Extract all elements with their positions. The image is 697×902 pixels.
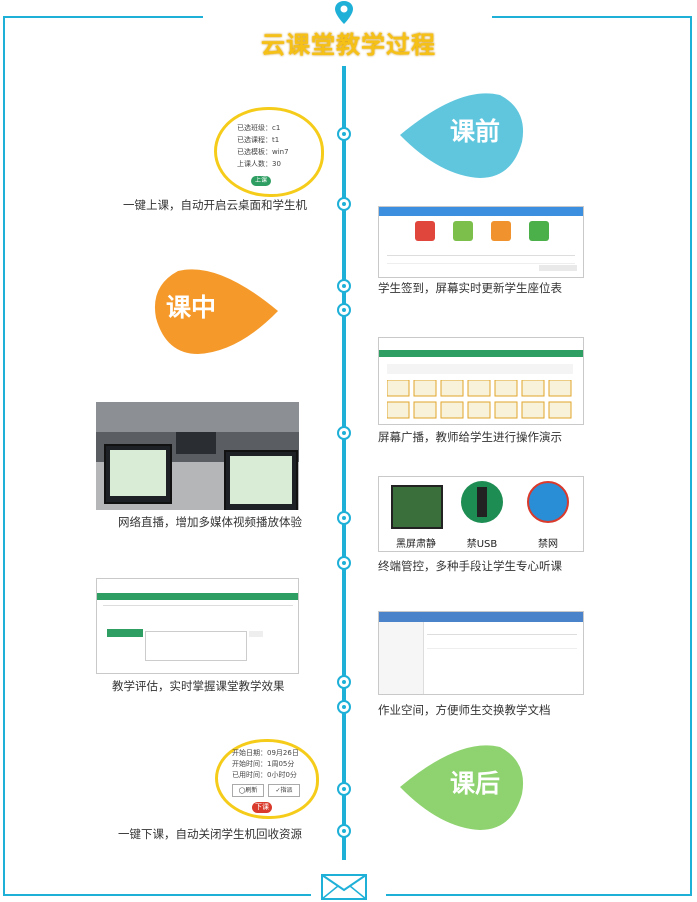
homework-space-screenshot (378, 611, 584, 695)
control-label: 黑屏肃静 (396, 539, 436, 550)
black-screen-icon (391, 485, 443, 529)
timeline-node (337, 700, 351, 714)
assign-button[interactable]: ✓指派 (268, 784, 300, 797)
app-tile-green2 (529, 221, 549, 241)
phase-after-label: 课后 (450, 769, 501, 798)
end-class-button[interactable]: 下课 (252, 802, 272, 813)
panel-line: 已选模板：win7 (237, 148, 289, 156)
green-menu-bar (379, 350, 583, 357)
frame-top-right (492, 16, 692, 18)
timeline-node (337, 556, 351, 570)
phase-before-shape (400, 93, 524, 178)
timeline-node (337, 782, 351, 796)
timeline-node (337, 303, 351, 317)
broadcast-screenshot (378, 337, 584, 425)
app-tile-orange (491, 221, 511, 241)
panel-line: 上课人数：30 (237, 160, 281, 168)
panel-line: 开始日期：09月26日 (232, 749, 299, 757)
start-class-button[interactable]: 上课 (251, 176, 271, 186)
step-caption: 屏幕广播，教师给学生进行操作演示 (378, 430, 562, 444)
phase-during-label: 课中 (166, 293, 217, 322)
form-button (249, 631, 263, 637)
timeline-node (337, 127, 351, 141)
table-button-group (539, 265, 577, 271)
timeline-line (342, 66, 346, 860)
panel-line: 已用时间：0小时0分 (232, 771, 297, 779)
timeline-node (337, 824, 351, 838)
form-field (145, 631, 247, 661)
browser-titlebar (379, 612, 583, 622)
green-menu-bar (97, 593, 298, 600)
app-tile-green (453, 221, 473, 241)
frame (3, 16, 692, 896)
panel-line: 已选班级：c1 (237, 124, 281, 132)
classroom-photo (96, 402, 299, 510)
monitor-left (104, 444, 172, 504)
end-class-panel: 开始日期：09月26日 开始时间：1周05分 已用时间：0小时0分 ◯刷新 ✓指… (215, 739, 319, 819)
window-titlebar (379, 207, 583, 216)
file-sidebar (379, 622, 424, 694)
table-divider (387, 255, 575, 256)
table-divider (387, 263, 575, 264)
step-caption: 网络直播，增加多媒体视频播放体验 (118, 515, 302, 529)
start-class-panel: 已选班级：c1 已选课程：t1 已选模板：win7 上课人数：30 上课 (214, 107, 324, 197)
panel-line: 开始时间：1周05分 (232, 760, 295, 768)
frame-bottom-right (386, 894, 692, 896)
map-pin-icon (335, 1, 353, 24)
envelope-icon (321, 874, 367, 900)
photo-wall (96, 402, 299, 432)
evaluation-screenshot (96, 578, 299, 674)
student-screen-grid (387, 380, 572, 419)
timeline-node (337, 675, 351, 689)
step-caption: 一键上课，自动开启云桌面和学生机 (123, 198, 307, 212)
monitor-screen (230, 456, 292, 504)
monitor-right (224, 450, 298, 510)
step-caption: 学生签到，屏幕实时更新学生座位表 (378, 281, 562, 295)
file-list-line (427, 648, 577, 649)
phase-before-label: 课前 (450, 117, 501, 146)
step-caption: 作业空间，方便师生交换教学文档 (378, 703, 551, 717)
step-caption: 一键下课，自动关闭学生机回收资源 (118, 827, 302, 841)
refresh-button[interactable]: ◯刷新 (232, 784, 264, 797)
panel-line: 已选课程：t1 (237, 136, 280, 144)
monitor-screen (110, 450, 166, 496)
monitor-back (176, 432, 216, 454)
network-ban-icon (527, 481, 569, 523)
usb-stick (477, 487, 487, 517)
timeline-node (337, 426, 351, 440)
toolbar (387, 364, 573, 374)
timeline-node (337, 279, 351, 293)
file-list-line (427, 634, 577, 635)
usb-ban-icon (461, 481, 503, 523)
phase-during-shape (154, 269, 278, 354)
terminal-control-screenshot: 黑屏肃静 禁USB 禁网 (378, 476, 584, 552)
frame-top-left (3, 16, 203, 18)
page-title: 云课堂教学过程 (261, 31, 436, 59)
step-caption: 终端管控，多种手段让学生专心听课 (378, 559, 562, 573)
timeline-node (337, 197, 351, 211)
form-button (107, 629, 143, 637)
seat-table-screenshot (378, 206, 584, 278)
app-tile-red (415, 221, 435, 241)
frame-bottom-left (3, 894, 311, 896)
control-label: 禁USB (466, 539, 498, 550)
control-label: 禁网 (538, 539, 558, 550)
divider (103, 605, 293, 606)
phase-after-shape (400, 745, 524, 830)
timeline-node (337, 511, 351, 525)
step-caption: 教学评估，实时掌握课堂教学效果 (112, 679, 285, 693)
